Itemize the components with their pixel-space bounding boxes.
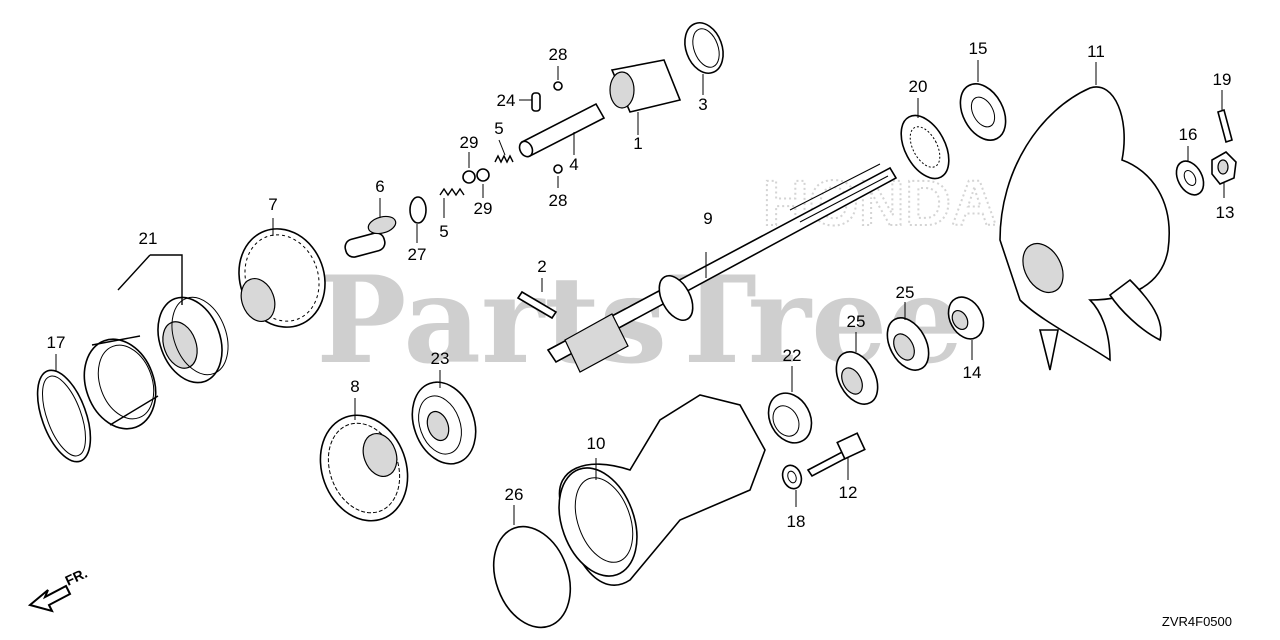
diagram-code: ZVR4F0500 — [1162, 614, 1232, 629]
leader-lines — [55, 60, 1225, 525]
part-3-collar[interactable] — [678, 17, 730, 78]
callout-12: 12 — [839, 483, 858, 502]
part-9-propeller-shaft[interactable] — [546, 163, 898, 373]
callout-19: 19 — [1213, 70, 1232, 89]
part-12-bolt[interactable] — [806, 432, 866, 478]
callout-20: 20 — [909, 77, 928, 96]
part-8-bevel-gear[interactable] — [306, 403, 422, 533]
part-10-bearing-housing[interactable] — [545, 394, 766, 587]
callout-7: 7 — [268, 195, 277, 214]
callout-3: 3 — [698, 95, 707, 114]
callout-11: 11 — [1087, 42, 1105, 61]
part-1-clutch-dog[interactable] — [609, 59, 682, 113]
part-25-oil-seal-a[interactable] — [879, 311, 937, 377]
callout-6: 6 — [375, 177, 384, 196]
callout-5-lower: 5 — [439, 222, 448, 241]
part-22-needle-bearing[interactable] — [760, 386, 820, 451]
part-28-ball-top[interactable] — [553, 81, 563, 91]
part-25-oil-seal-b[interactable] — [828, 345, 886, 411]
part-20-thrust-washer[interactable] — [891, 108, 958, 187]
callout-10: 10 — [587, 434, 606, 453]
part-16-washer[interactable] — [1171, 156, 1209, 199]
part-21-bearing-race[interactable] — [72, 329, 167, 439]
callout-28-top: 28 — [549, 45, 568, 64]
callout-29-upper: 29 — [460, 133, 479, 152]
callout-29-lower: 29 — [474, 199, 493, 218]
part-23-ball-bearing[interactable] — [401, 373, 486, 472]
callout-13: 13 — [1216, 203, 1235, 222]
callout-17: 17 — [47, 333, 66, 352]
part-17-ring[interactable] — [27, 363, 101, 468]
part-27-clip[interactable] — [409, 196, 427, 224]
callout-25-lower: 25 — [847, 312, 866, 331]
callout-9: 9 — [703, 209, 712, 228]
part-28-ball-bottom[interactable] — [553, 164, 563, 174]
part-24-pin[interactable] — [531, 92, 541, 112]
callout-28-bottom: 28 — [549, 191, 568, 210]
callout-labels: 1 2 3 4 5 5 6 7 8 9 10 11 12 13 14 15 16… — [47, 39, 1235, 531]
part-5-spring-lower[interactable] — [439, 187, 465, 197]
part-11-propeller[interactable] — [999, 86, 1170, 371]
callout-22: 22 — [783, 346, 802, 365]
callout-8: 8 — [350, 377, 359, 396]
callout-5-upper: 5 — [494, 119, 503, 138]
part-2-pin[interactable] — [516, 290, 558, 320]
part-29-ball-a[interactable] — [462, 170, 476, 184]
callout-26: 26 — [505, 485, 524, 504]
callout-1: 1 — [633, 134, 642, 153]
part-26-o-ring[interactable] — [480, 516, 583, 638]
callout-18: 18 — [787, 512, 806, 531]
part-4-shift-rod[interactable] — [517, 102, 606, 159]
part-29-ball-b[interactable] — [476, 168, 490, 182]
callout-23: 23 — [431, 349, 450, 368]
part-18-washer[interactable] — [779, 463, 804, 492]
callout-24: 24 — [497, 91, 516, 110]
callout-4: 4 — [569, 155, 578, 174]
callout-25-upper: 25 — [896, 283, 915, 302]
callout-15: 15 — [969, 39, 988, 58]
callout-2: 2 — [537, 257, 546, 276]
part-7-gear[interactable] — [225, 217, 338, 340]
part-14-spacer[interactable] — [942, 291, 991, 345]
leader-21 — [117, 254, 183, 305]
front-direction-indicator: FR. — [27, 565, 90, 613]
callout-16: 16 — [1179, 125, 1198, 144]
part-19-cotter-pin[interactable] — [1217, 108, 1233, 144]
front-arrow-icon — [27, 584, 72, 613]
part-21-roller-bearing[interactable] — [147, 288, 238, 391]
callout-14: 14 — [963, 363, 982, 382]
front-label: FR. — [63, 565, 90, 589]
part-5-spring-upper[interactable] — [494, 154, 514, 164]
part-15-washer[interactable] — [951, 76, 1014, 148]
part-13-nut[interactable] — [1211, 151, 1237, 185]
part-6-plunger[interactable] — [343, 214, 397, 259]
callout-27: 27 — [408, 245, 427, 264]
callout-21: 21 — [139, 229, 158, 248]
